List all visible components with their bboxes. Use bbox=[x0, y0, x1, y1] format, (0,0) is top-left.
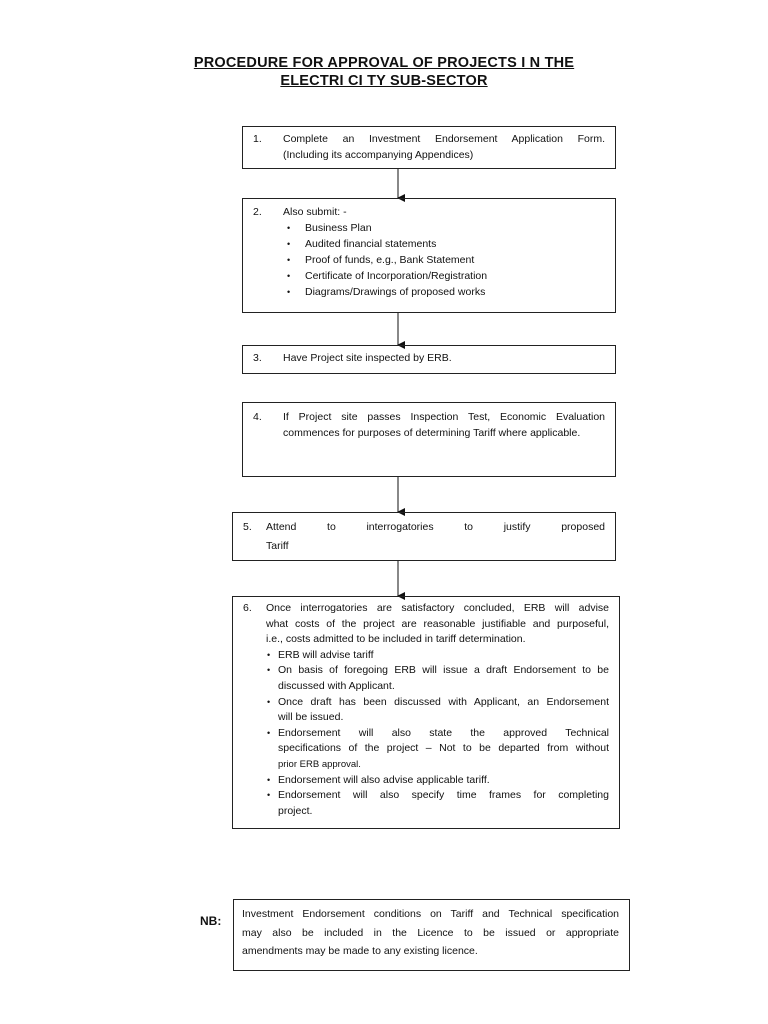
list-item: Endorsement will also specify time frame… bbox=[266, 788, 609, 819]
step-text-line: what costs of the project are reasonable… bbox=[266, 617, 609, 630]
nb-box: Investment Endorsement conditions on Tar… bbox=[233, 899, 630, 971]
page-title: PROCEDURE FOR APPROVAL OF PROJECTS I N T… bbox=[0, 54, 768, 90]
list-item: Endorsement will also advise applicable … bbox=[266, 773, 609, 789]
step-1-box: 1. Complete an Investment Endorsement Ap… bbox=[242, 126, 616, 169]
step-3-box: 3. Have Project site inspected by ERB. bbox=[242, 345, 616, 374]
list-item: Once draft has been discussed with Appli… bbox=[266, 695, 609, 726]
step-text-line: Tariff bbox=[266, 540, 289, 552]
step-text-line: Also submit: - bbox=[283, 206, 347, 218]
list-item-line: On basis of foregoing ERB will issue a d… bbox=[278, 664, 609, 677]
step-number: 6. bbox=[243, 602, 252, 614]
step-4-box: 4. If Project site passes Inspection Tes… bbox=[242, 402, 616, 477]
step-2-box: 2. Also submit: - Business Plan Audited … bbox=[242, 198, 616, 313]
list-item-line: project. bbox=[278, 804, 313, 817]
list-item: ERB will advise tariff bbox=[266, 648, 609, 664]
outcome-list: ERB will advise tariff On basis of foreg… bbox=[266, 648, 609, 820]
step-text-line: Have Project site inspected by ERB. bbox=[283, 352, 452, 364]
step-text-line: commences for purposes of determining Ta… bbox=[283, 427, 581, 439]
step-5-box: 5. Attend to interrogatories to justify … bbox=[232, 512, 616, 561]
title-line-2: ELECTRI CI TY SUB-SECTOR bbox=[280, 73, 488, 89]
submission-list: Business Plan Audited financial statemen… bbox=[283, 220, 605, 300]
list-item-line: Endorsement will also specify time frame… bbox=[278, 789, 609, 802]
step-number: 2. bbox=[253, 206, 262, 218]
nb-text-line: Investment Endorsement conditions on Tar… bbox=[242, 908, 619, 920]
list-item: Proof of funds, e.g., Bank Statement bbox=[283, 252, 605, 268]
step-number: 1. bbox=[253, 133, 262, 145]
list-item-line: will be issued. bbox=[278, 711, 344, 724]
step-text-line: i.e., costs admitted to be included in t… bbox=[266, 633, 526, 646]
list-item-line: discussed with Applicant. bbox=[278, 679, 395, 692]
step-number: 4. bbox=[253, 411, 262, 423]
list-item-line: prior ERB approval. bbox=[278, 758, 361, 770]
step-6-box: 6. Once interrogatories are satisfactory… bbox=[232, 596, 620, 829]
step-text-line: Attend to interrogatories to justify pro… bbox=[266, 521, 605, 533]
list-item: Endorsement will also state the approved… bbox=[266, 726, 609, 773]
list-item: Audited financial statements bbox=[283, 236, 605, 252]
title-line-1: PROCEDURE FOR APPROVAL OF PROJECTS I N T… bbox=[193, 55, 575, 71]
list-item-line: specifications of the project – Not to b… bbox=[278, 742, 609, 755]
list-item: Diagrams/Drawings of proposed works bbox=[283, 284, 605, 300]
list-item: Certificate of Incorporation/Registratio… bbox=[283, 268, 605, 284]
nb-text-line: amendments may be made to any existing l… bbox=[242, 945, 478, 957]
list-item-line: Once draft has been discussed with Appli… bbox=[278, 695, 609, 708]
list-item-line: ERB will advise tariff bbox=[278, 648, 374, 661]
list-item-line: Endorsement will also state the approved… bbox=[278, 726, 609, 739]
list-item: On basis of foregoing ERB will issue a d… bbox=[266, 663, 609, 694]
step-text-line: If Project site passes Inspection Test, … bbox=[283, 411, 605, 423]
list-item: Business Plan bbox=[283, 220, 605, 236]
list-item-line: Endorsement will also advise applicable … bbox=[278, 773, 490, 786]
nb-text-line: may also be included in the Licence to b… bbox=[242, 926, 619, 939]
nb-label: NB: bbox=[200, 914, 222, 928]
step-text-line: (Including its accompanying Appendices) bbox=[283, 149, 474, 161]
step-text-line: Complete an Investment Endorsement Appli… bbox=[283, 133, 605, 145]
step-number: 3. bbox=[253, 352, 262, 364]
step-number: 5. bbox=[243, 521, 252, 533]
step-text-line: Once interrogatories are satisfactory co… bbox=[266, 602, 609, 614]
